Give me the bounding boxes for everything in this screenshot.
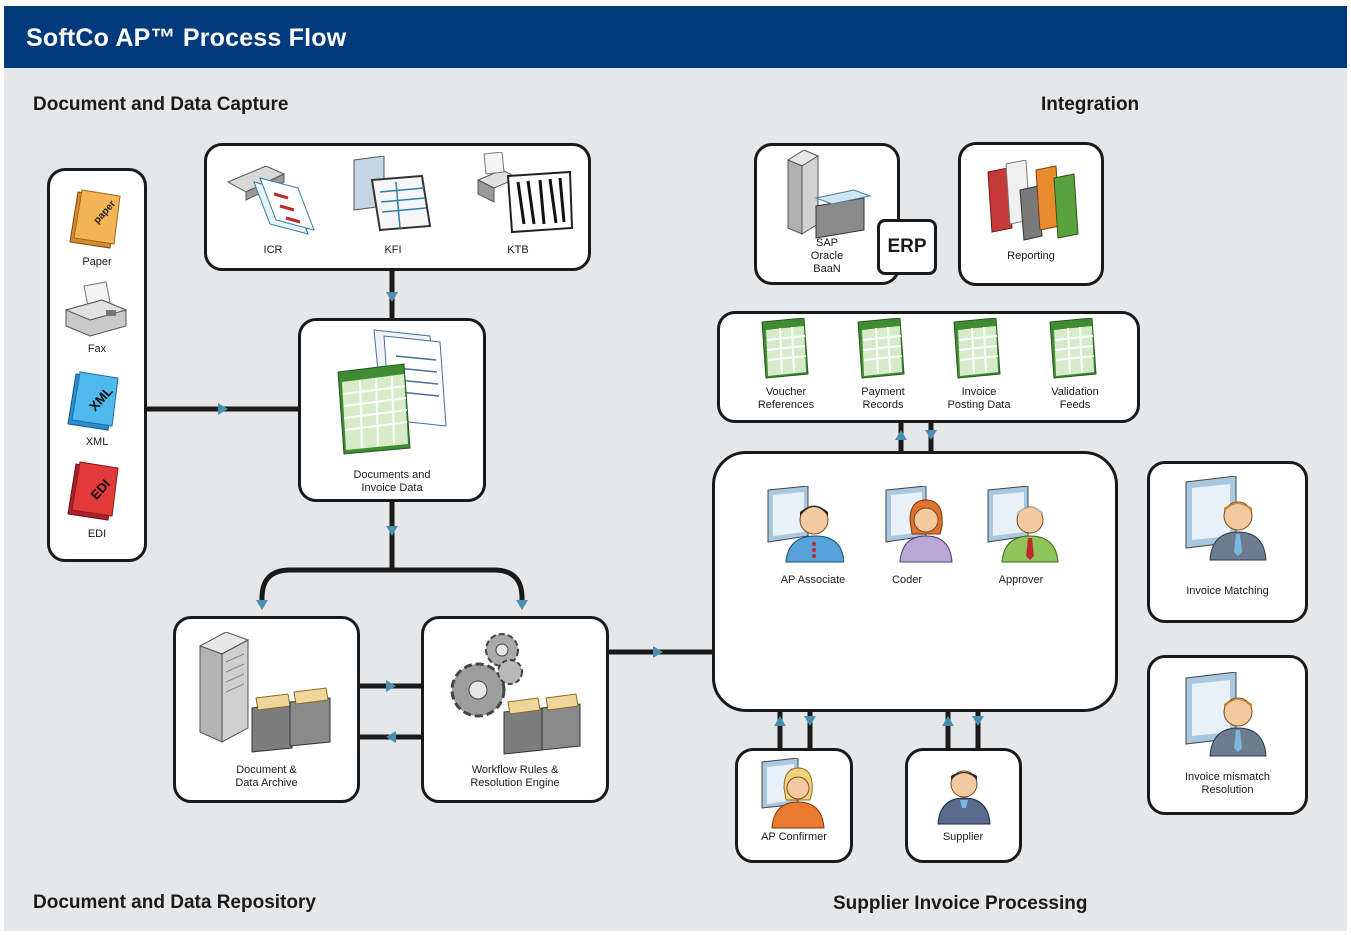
header-banner <box>4 6 1347 68</box>
section-title-integration: Integration <box>1041 94 1140 115</box>
reporting-label: Reporting <box>1007 250 1055 262</box>
approver-label: Approver <box>998 574 1044 586</box>
paper-icon: paper <box>69 189 121 249</box>
archive-label: Document & Data Archive <box>235 764 298 789</box>
ap-confirmer-label: AP Confirmer <box>761 831 827 843</box>
coder-label: Coder <box>892 574 922 586</box>
ktb-label: KTB <box>507 244 529 256</box>
reporting-chart-icon <box>987 160 1079 241</box>
posting-label: Invoice Posting Data <box>947 386 1011 411</box>
supplier-label: Supplier <box>942 831 984 843</box>
invoice-matching-label: Invoice Matching <box>1186 585 1269 597</box>
edi-icon: EDI <box>67 461 119 521</box>
payment-label: Payment Records <box>861 386 905 411</box>
invoice-matching-icon <box>1185 476 1267 561</box>
edi-label: EDI <box>87 528 107 540</box>
documents-label: Documents and Invoice Data <box>353 469 431 494</box>
archive-server-icon <box>198 632 331 753</box>
payment-sheet-icon <box>857 318 905 379</box>
page-title: SoftCo AP™ Process Flow <box>26 24 347 52</box>
section-title-processing: Supplier Invoice Processing <box>833 893 1088 914</box>
fax-icon <box>64 281 128 337</box>
invoice-mismatch-icon <box>1185 672 1267 757</box>
kfi-form-icon <box>353 156 432 232</box>
icr-label: ICR <box>263 244 283 256</box>
posting-sheet-icon <box>953 318 1001 379</box>
erp-systems-label: SAP Oracle BaaN <box>810 237 844 275</box>
icr-scanner-icon <box>226 165 315 235</box>
section-title-repository: Document and Data Repository <box>33 892 316 913</box>
erp-badge: ERP <box>877 219 937 275</box>
section-title-capture: Document and Data Capture <box>33 94 289 115</box>
supplier-icon <box>937 770 991 825</box>
approver-icon <box>987 486 1059 563</box>
ap-confirmer-icon <box>761 758 825 829</box>
fax-label: Fax <box>87 343 107 355</box>
ap-associate-label: AP Associate <box>780 574 846 586</box>
xml-label: XML <box>85 436 109 448</box>
paper-label: Paper <box>82 256 112 268</box>
kfi-label: KFI <box>384 244 402 256</box>
xml-icon: XML <box>67 371 119 431</box>
workflow-label: Workflow Rules & Resolution Engine <box>470 764 560 789</box>
ktb-barcode-icon <box>476 152 574 234</box>
gears-icon <box>450 633 581 755</box>
voucher-label: Voucher References <box>757 386 815 411</box>
invoice-mismatch-label: Invoice mismatch Resolution <box>1185 771 1270 796</box>
validation-label: Validation Feeds <box>1051 386 1099 411</box>
erp-server-icon <box>786 150 872 239</box>
voucher-sheet-icon <box>761 318 809 379</box>
ap-associate-icon <box>767 486 844 563</box>
coder-icon <box>885 486 953 563</box>
spreadsheet-documents-icon <box>337 329 447 455</box>
validation-sheet-icon <box>1049 318 1097 379</box>
